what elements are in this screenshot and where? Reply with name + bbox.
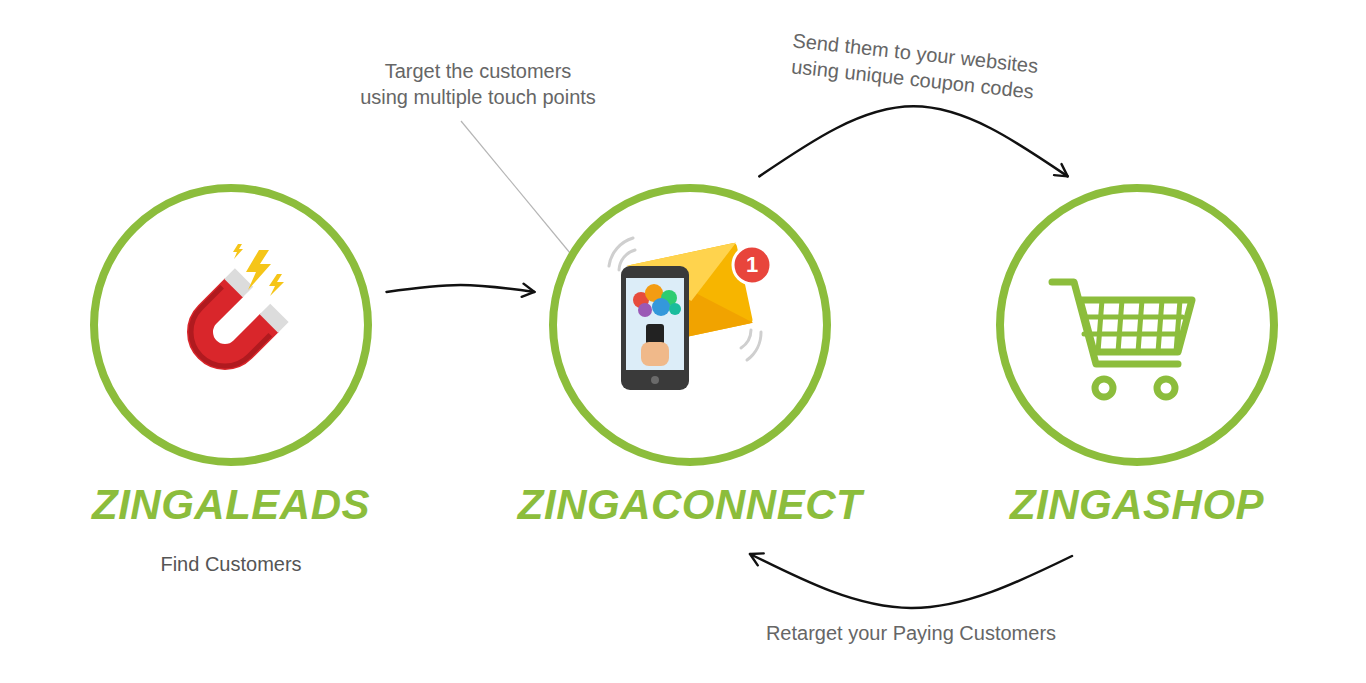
node-circle — [994, 182, 1280, 468]
phone-screen — [626, 278, 684, 370]
app-cloud — [669, 303, 681, 315]
cart-wheel — [1095, 379, 1113, 397]
phone-body — [621, 266, 689, 390]
app-cloud — [652, 298, 670, 316]
badge-circle — [733, 246, 771, 284]
magnet-tip — [260, 304, 289, 333]
cart-grid — [1084, 315, 1182, 320]
circle-outline — [1000, 188, 1274, 462]
callout-text: Target the customers using multiple touc… — [328, 58, 628, 110]
node-title: ZINGALEADS — [92, 484, 370, 526]
cart-grid — [1118, 300, 1122, 352]
leader-line — [461, 121, 570, 253]
edge-label: Retarget your Paying Customers — [731, 620, 1091, 646]
cart-wheel — [1157, 379, 1175, 397]
flow-arrow — [387, 285, 535, 292]
cart-grid — [1158, 300, 1162, 352]
magnet-shade — [177, 287, 270, 380]
circle-outline — [553, 188, 827, 462]
circle-node: ZINGACONNECT — [547, 182, 833, 526]
circle-outline — [94, 188, 368, 462]
wave — [741, 330, 751, 348]
app-cloud — [638, 303, 652, 317]
magnet-tip — [224, 268, 253, 297]
hand — [641, 342, 669, 366]
home-button — [651, 376, 659, 384]
cart-basket — [1080, 300, 1192, 352]
badge-number: 1 — [746, 254, 758, 276]
node-circle — [88, 182, 374, 468]
circle-node: ZINGALEADS Find Customers — [88, 182, 374, 576]
magnet-icon — [174, 268, 289, 383]
edge-label: Send them to your websites using unique … — [767, 25, 1061, 107]
cart-grid — [1176, 300, 1180, 352]
cart-grid — [1084, 332, 1178, 337]
lightning-bolt — [233, 244, 243, 259]
node-title: ZINGACONNECT — [518, 484, 862, 526]
lightning-bolt — [269, 274, 284, 296]
flow-arrow — [750, 554, 1072, 608]
cart-icon — [1052, 282, 1192, 397]
node-circle — [547, 182, 833, 468]
circle-node: ZINGASHOP — [994, 182, 1280, 526]
cart-grid — [1138, 300, 1142, 352]
node-title: ZINGASHOP — [1010, 484, 1264, 526]
lightning-bolt — [246, 250, 271, 290]
cart-grid — [1098, 300, 1102, 352]
node-subtitle: Find Customers — [160, 552, 301, 576]
flow-arrow — [759, 106, 1067, 176]
